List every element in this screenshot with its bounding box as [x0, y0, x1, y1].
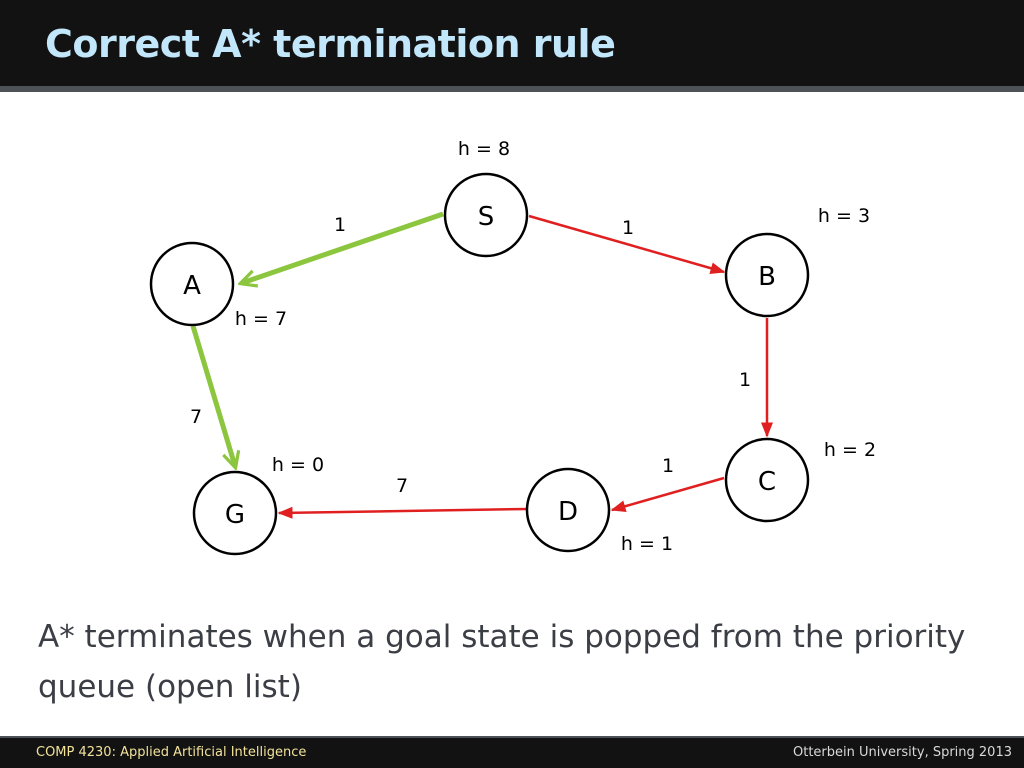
- title-bar: [0, 0, 1024, 86]
- graph-diagram: 1 7 1 1 1 7 S A B C D G h = 8 h = 7 h = …: [149, 138, 876, 556]
- footer-divider: [0, 736, 1024, 739]
- node-g-label: G: [225, 500, 245, 530]
- edge-a-g: [190, 325, 235, 466]
- node-a-label: A: [183, 271, 201, 301]
- node-d-label: D: [558, 497, 578, 527]
- heuristic-b: h = 3: [818, 205, 870, 227]
- node-a: A: [149, 241, 235, 327]
- footer-institution: Otterbein University, Spring 2013: [792, 745, 1012, 760]
- edge-cost-s-b: 1: [622, 217, 634, 239]
- edge-cost-s-a: 1: [334, 214, 346, 236]
- heuristic-d: h = 1: [621, 533, 673, 555]
- node-s-label: S: [478, 202, 495, 232]
- heuristic-c: h = 2: [824, 439, 876, 461]
- node-c: C: [724, 437, 810, 523]
- edge-d-g: [277, 506, 528, 519]
- heuristic-a: h = 7: [235, 308, 287, 330]
- edge-c-d: [610, 476, 725, 513]
- footer-course: COMP 4230: Applied Artificial Intelligen…: [36, 745, 307, 760]
- node-b: B: [724, 232, 810, 318]
- slide-title: Correct A* termination rule: [45, 22, 616, 66]
- node-c-label: C: [758, 467, 776, 497]
- footer-bar: [0, 738, 1024, 768]
- edge-cost-c-d: 1: [662, 455, 674, 477]
- heuristic-g: h = 0: [272, 454, 324, 476]
- heuristic-s: h = 8: [458, 138, 510, 160]
- edge-cost-a-g: 7: [190, 406, 202, 428]
- body-text: A* terminates when a goal state is poppe…: [38, 619, 966, 705]
- title-divider: [0, 86, 1024, 92]
- node-s: S: [443, 172, 529, 258]
- edge-cost-b-c: 1: [739, 369, 751, 391]
- edge-s-a: [242, 211, 444, 283]
- node-d: D: [525, 467, 611, 553]
- node-b-label: B: [758, 262, 776, 292]
- node-g: G: [192, 470, 278, 556]
- edge-s-b: [528, 214, 726, 275]
- edge-cost-d-g: 7: [396, 475, 408, 497]
